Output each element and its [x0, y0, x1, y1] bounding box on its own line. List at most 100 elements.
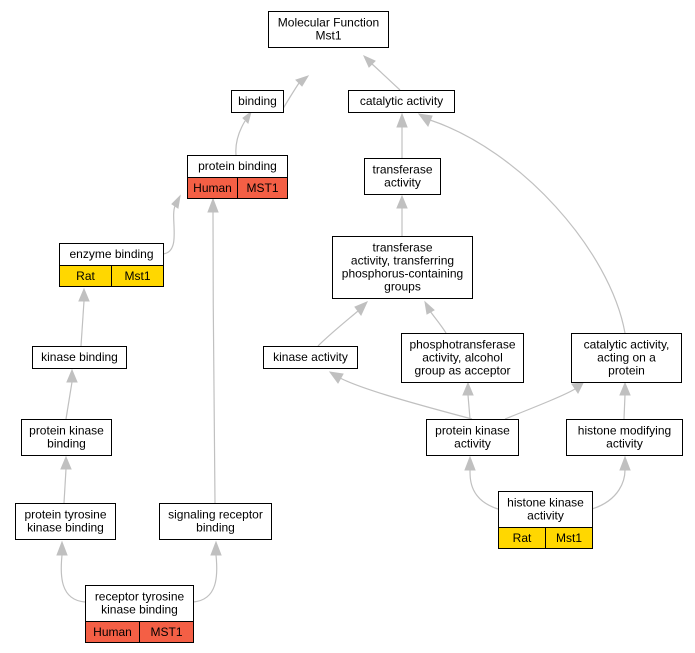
node-label-line: kinase activity	[273, 350, 348, 364]
node-label-line: histone kinase	[507, 496, 584, 510]
arrowhead-icon	[210, 540, 222, 556]
node-box	[159, 503, 272, 540]
node-box	[348, 90, 455, 113]
node-label-line: protein binding	[198, 159, 277, 173]
edge-arrow-2	[235, 110, 252, 156]
edge-line	[591, 469, 626, 510]
arrowhead-icon	[571, 382, 584, 394]
edge-arrow-19	[56, 540, 86, 603]
node-label-line: transferase	[372, 163, 432, 177]
edge-line	[371, 63, 401, 91]
edge-line	[63, 468, 67, 504]
node-box	[566, 419, 683, 456]
edge-line	[339, 377, 473, 420]
node-label-line: signaling receptor	[168, 508, 263, 522]
node-label-line: catalytic activity	[360, 94, 443, 108]
arrowhead-icon	[207, 197, 219, 213]
edge-arrow-10	[65, 368, 78, 420]
edge-arrow-7	[78, 287, 90, 347]
arrowhead-icon	[295, 75, 310, 87]
edge-arrow-14	[619, 381, 631, 420]
edge-arrow-9	[424, 300, 447, 334]
node-label-line: protein	[608, 364, 645, 378]
node-box	[571, 333, 682, 383]
edge-arrow-11	[328, 371, 473, 420]
edge-arrow-18	[591, 455, 631, 510]
arrowhead-icon	[417, 113, 433, 128]
node-box	[231, 90, 284, 113]
node-box	[401, 333, 524, 383]
arrowhead-icon	[362, 54, 376, 68]
node-label-line: binding	[238, 94, 277, 108]
node-box	[263, 346, 358, 369]
node-label-line: kinase binding	[41, 350, 118, 364]
node-binding[interactable]: binding	[231, 90, 284, 113]
node-label-line: phosphotransferase	[409, 338, 515, 352]
node-box	[268, 11, 389, 48]
node-label-line: enzyme binding	[69, 247, 153, 261]
arrowhead-icon	[328, 371, 344, 384]
edge-line	[80, 300, 85, 347]
node-label-line: activity	[454, 437, 491, 451]
edge-arrow-8	[317, 301, 368, 347]
edge-line	[467, 394, 471, 420]
edge-line	[162, 205, 176, 255]
node-box	[498, 491, 593, 528]
annotation-gene-label: MST1	[246, 181, 278, 195]
annotation-species-label: Human	[93, 625, 132, 639]
arrowhead-icon	[56, 540, 68, 556]
node-label-line: activity, alcohol	[422, 351, 502, 365]
edge-arrow-16	[207, 197, 219, 504]
node-label-line: protein kinase	[435, 424, 510, 438]
node-label-line: histone modifying	[578, 424, 671, 438]
arrowhead-icon	[619, 381, 631, 396]
arrowhead-icon	[619, 455, 631, 471]
node-box	[364, 158, 441, 195]
node-label-line: receptor tyrosine	[95, 590, 185, 604]
edge-arrow-17	[464, 455, 499, 510]
node-label-line: protein tyrosine	[24, 508, 106, 522]
node-kinase-activity[interactable]: kinase activity	[263, 346, 358, 369]
node-label-line: activity, transferring	[351, 254, 454, 268]
node-label-line: activity	[384, 176, 421, 190]
annotation-species-label: Rat	[513, 531, 532, 545]
edge-line	[469, 469, 499, 510]
node-label-line: binding	[196, 521, 235, 535]
node-box	[332, 236, 473, 299]
node-label-line: kinase binding	[101, 603, 178, 617]
node-label-line: activity	[606, 437, 643, 451]
arrowhead-icon	[354, 301, 368, 316]
edge-line	[60, 554, 86, 603]
edge-line	[235, 120, 246, 156]
node-label-line: Mst1	[315, 29, 341, 43]
arrowhead-icon	[66, 368, 78, 383]
edge-arrow-12	[462, 381, 474, 420]
node-label-line: kinase binding	[27, 521, 104, 535]
edge-line	[429, 310, 447, 334]
edge-arrow-13	[504, 382, 584, 420]
node-box	[21, 419, 112, 456]
node-label-line: binding	[47, 437, 86, 451]
node-kinase-binding[interactable]: kinase binding	[32, 346, 127, 369]
annotation-gene-label: MST1	[150, 625, 182, 639]
annotation-gene-label: Mst1	[124, 269, 150, 283]
node-label-line: group as acceptor	[414, 364, 510, 378]
edge-arrow-20	[192, 540, 222, 603]
node-catalytic-activity[interactable]: catalytic activity	[348, 90, 455, 113]
